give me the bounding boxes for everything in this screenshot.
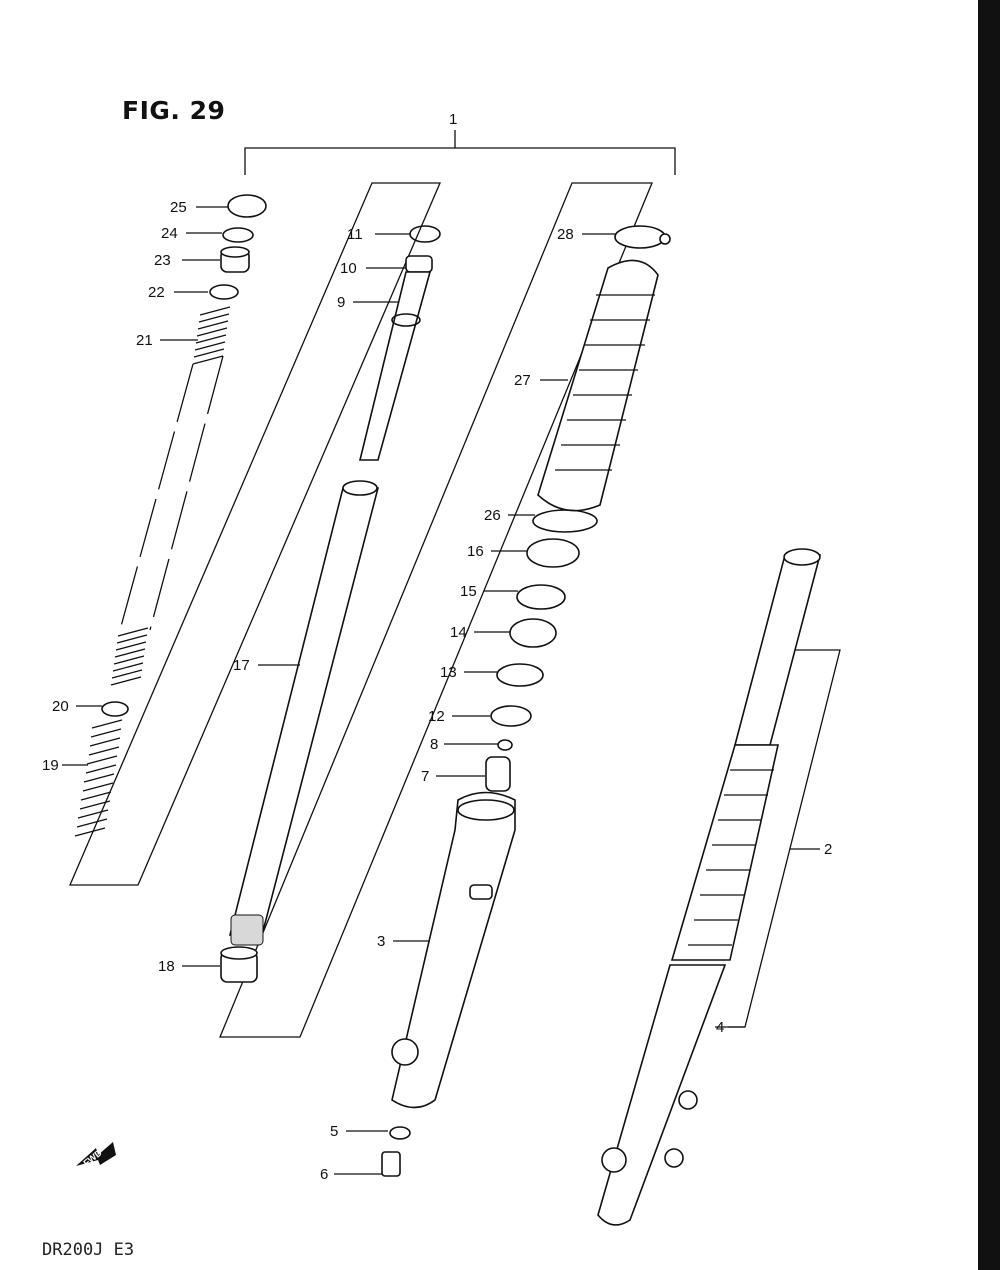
callout-27: 27 bbox=[514, 372, 531, 389]
callout-13: 13 bbox=[440, 664, 457, 681]
callout-12: 12 bbox=[428, 708, 445, 725]
callout-24: 24 bbox=[161, 225, 178, 242]
callout-5: 5 bbox=[330, 1123, 338, 1140]
part-bolt-6 bbox=[381, 1151, 401, 1177]
callout-11: 11 bbox=[347, 226, 363, 243]
inner-tube-group bbox=[220, 480, 380, 983]
assembled-fork-group bbox=[597, 548, 822, 1226]
part-bushing-12 bbox=[490, 705, 532, 727]
callout-23: 23 bbox=[154, 252, 171, 269]
figure-title: FIG. 29 bbox=[122, 96, 226, 125]
part-ring-10 bbox=[405, 255, 433, 273]
callout-15: 15 bbox=[460, 583, 477, 600]
part-cap-25 bbox=[227, 194, 267, 218]
callout-22: 22 bbox=[148, 284, 165, 301]
part-rod-9 bbox=[358, 271, 432, 461]
callout-3: 3 bbox=[377, 933, 385, 950]
callout-labels: 1 2 3 4 5 6 7 8 9 10 11 12 13 14 15 16 1… bbox=[42, 111, 832, 1183]
callout-16: 16 bbox=[467, 543, 484, 560]
callout-19: 19 bbox=[42, 757, 59, 774]
callout-8: 8 bbox=[430, 736, 438, 753]
part-clamp-26 bbox=[532, 509, 598, 533]
fwd-label: FWD bbox=[81, 1147, 104, 1168]
part-clip-8 bbox=[497, 739, 513, 751]
part-bushing-13 bbox=[496, 663, 544, 687]
callout-25: 25 bbox=[170, 199, 187, 216]
part-ring-15 bbox=[516, 584, 566, 610]
part-washer-5 bbox=[389, 1126, 411, 1140]
callout-28: 28 bbox=[557, 226, 574, 243]
spring-group bbox=[74, 194, 267, 837]
callout-6: 6 bbox=[320, 1166, 328, 1183]
callout-26: 26 bbox=[484, 507, 501, 524]
part-boot-27 bbox=[537, 259, 659, 512]
damper-rod-group bbox=[358, 225, 441, 461]
part-fork-boot bbox=[670, 744, 779, 961]
callout-4: 4 bbox=[716, 1019, 724, 1036]
fwd-arrow-icon bbox=[76, 1142, 116, 1166]
part-inner-tube-17 bbox=[228, 487, 380, 936]
part-washer-22 bbox=[209, 284, 239, 300]
callout-21: 21 bbox=[136, 332, 153, 349]
callout-7: 7 bbox=[421, 768, 429, 785]
scan-edge-strip bbox=[978, 0, 1000, 1270]
callout-20: 20 bbox=[52, 698, 69, 715]
part-piece-7 bbox=[485, 756, 511, 792]
boot-seal-group bbox=[485, 225, 671, 792]
part-spacer-20 bbox=[101, 701, 129, 717]
leader-lines bbox=[62, 206, 820, 1175]
part-spring-19 bbox=[74, 719, 123, 837]
part-washer-14 bbox=[509, 618, 557, 648]
callout-14: 14 bbox=[450, 624, 467, 641]
part-seal-16 bbox=[526, 538, 580, 568]
callout-1: 1 bbox=[449, 111, 457, 128]
callout-10: 10 bbox=[340, 260, 357, 277]
part-outer-tube-3 bbox=[391, 791, 516, 1109]
outer-tube-group bbox=[381, 791, 516, 1177]
part-ring-24 bbox=[222, 227, 254, 243]
callout-2: 2 bbox=[824, 841, 832, 858]
callout-18: 18 bbox=[158, 958, 175, 975]
model-code: DR200J E3 bbox=[42, 1240, 135, 1260]
part-ring-11 bbox=[409, 225, 441, 243]
assembly-brackets bbox=[69, 130, 841, 1038]
part-clamp-28 bbox=[614, 225, 666, 249]
callout-9: 9 bbox=[337, 294, 345, 311]
part-fork-outer-4 bbox=[597, 964, 727, 1226]
part-spring-21 bbox=[192, 306, 231, 365]
callout-17: 17 bbox=[233, 657, 250, 674]
